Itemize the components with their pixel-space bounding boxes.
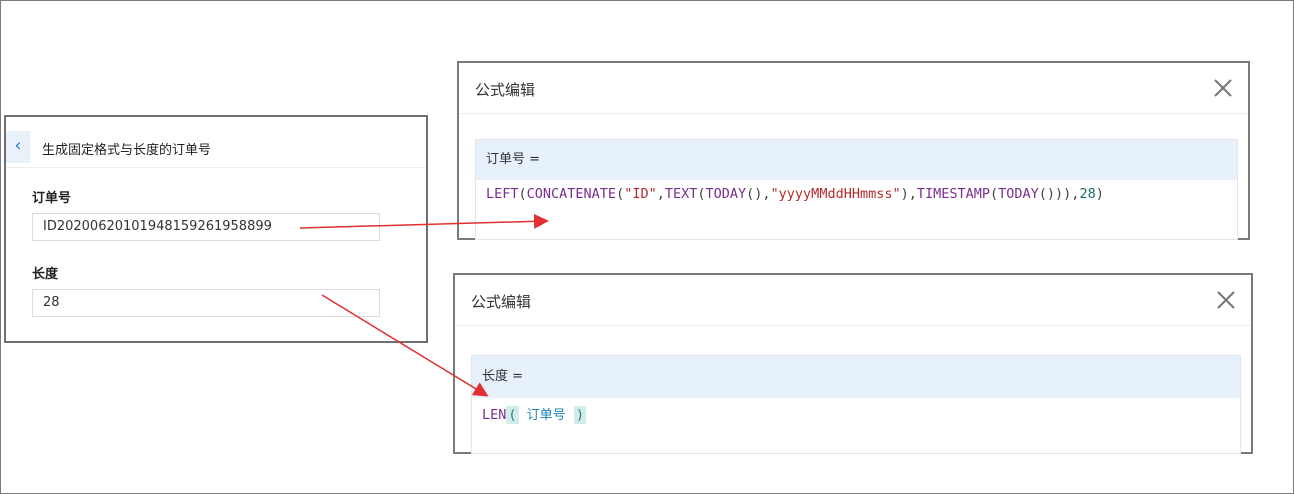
paren-open: ( [506, 406, 519, 424]
form-title: 生成固定格式与长度的订单号 [42, 143, 212, 158]
order-number-label: 订单号 [32, 191, 72, 206]
paren-close: ) [573, 406, 586, 424]
fn-today: TODAY [705, 186, 747, 202]
dialog-title: 公式编辑 [475, 81, 536, 99]
length-input[interactable]: 28 [32, 289, 380, 317]
close-icon[interactable] [1215, 289, 1237, 311]
formula-code[interactable]: LEFT(CONCATENATE("ID",TEXT(TODAY(),"yyyy… [486, 186, 1104, 202]
fn-len: LEN [482, 407, 507, 423]
formula-editor[interactable]: 长度 = LEN( 订单号 ) [471, 355, 1241, 454]
fn-left: LEFT [486, 186, 519, 202]
formula-target: 订单号 = [476, 140, 1237, 180]
close-icon[interactable] [1212, 77, 1234, 99]
dialog-title: 公式编辑 [471, 293, 532, 311]
fn-timestamp: TIMESTAMP [916, 186, 991, 202]
chevron-left-icon: ‹ [14, 135, 22, 156]
fn-today-2: TODAY [998, 186, 1039, 202]
back-button[interactable]: ‹ [6, 131, 30, 163]
formula-dialog-length: 公式编辑 长度 = LEN( 订单号 ) [453, 273, 1253, 454]
order-number-input[interactable]: ID20200620101948159261958899 [32, 213, 380, 241]
form-header: ‹ 生成固定格式与长度的订单号 [6, 129, 426, 168]
formula-target: 长度 = [472, 356, 1240, 398]
field-reference-order-number[interactable]: 订单号 [526, 408, 566, 423]
string-id: "ID" [624, 186, 657, 202]
string-format: "yyyyMMddHHmmss" [770, 186, 901, 202]
fn-concatenate: CONCATENATE [526, 186, 617, 202]
dialog-header: 公式编辑 [459, 63, 1248, 114]
length-label: 长度 [32, 267, 59, 282]
dialog-header: 公式编辑 [455, 275, 1251, 326]
fn-text: TEXT [664, 186, 698, 202]
form-panel: ‹ 生成固定格式与长度的订单号 订单号 ID202006201019481592… [4, 115, 428, 343]
formula-dialog-order-number: 公式编辑 订单号 = LEFT(CONCATENATE("ID",TEXT(TO… [457, 61, 1250, 240]
formula-code[interactable]: LEN( 订单号 ) [472, 398, 1240, 429]
number-length: 28 [1079, 186, 1096, 202]
formula-editor[interactable]: 订单号 = LEFT(CONCATENATE("ID",TEXT(TODAY()… [475, 139, 1238, 240]
